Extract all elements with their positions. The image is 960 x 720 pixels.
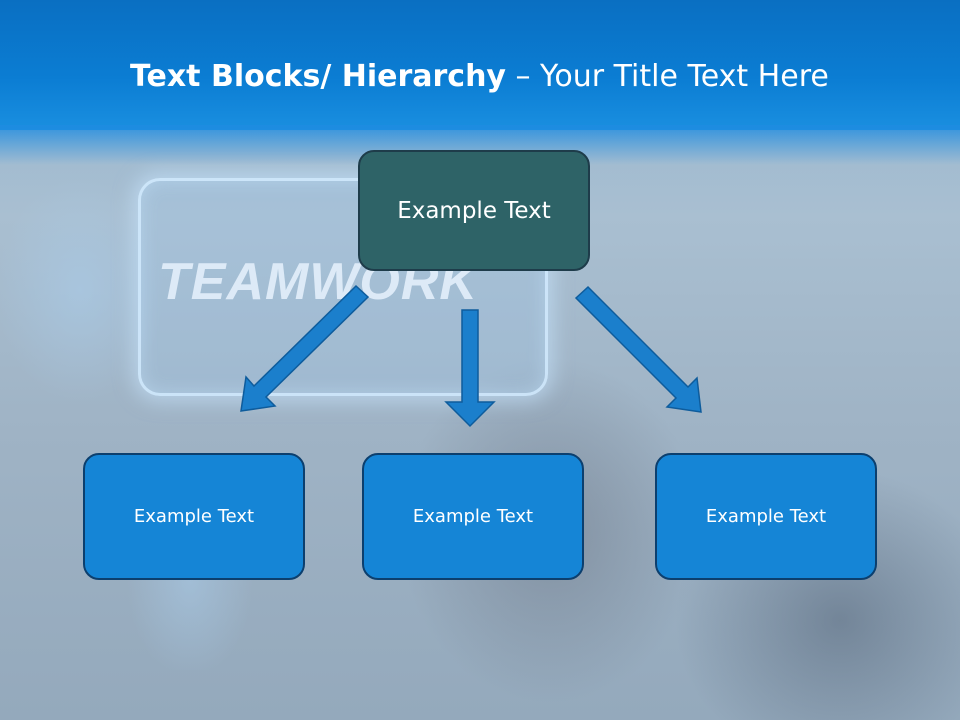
child-box-label: Example Text	[412, 506, 534, 527]
slide-title-rest: – Your Title Text Here	[505, 59, 829, 94]
child-box-label: Example Text	[133, 506, 255, 527]
root-box-label: Example Text	[397, 197, 551, 224]
root-box[interactable]: Example Text	[358, 150, 590, 271]
child-box-left[interactable]: Example Text	[83, 453, 305, 580]
slide-title: Text Blocks/ Hierarchy – Your Title Text…	[130, 52, 829, 102]
arrow-to-left-box	[240, 284, 370, 412]
child-box-label: Example Text	[705, 506, 827, 527]
child-box-right[interactable]: Example Text	[655, 453, 877, 580]
arrow-to-right-box	[574, 285, 702, 413]
slide-title-bold: Text Blocks/ Hierarchy	[130, 59, 506, 94]
child-box-middle[interactable]: Example Text	[362, 453, 584, 580]
background-world-map	[0, 150, 380, 670]
arrow-to-middle-box	[444, 309, 496, 428]
title-bar	[0, 0, 960, 130]
